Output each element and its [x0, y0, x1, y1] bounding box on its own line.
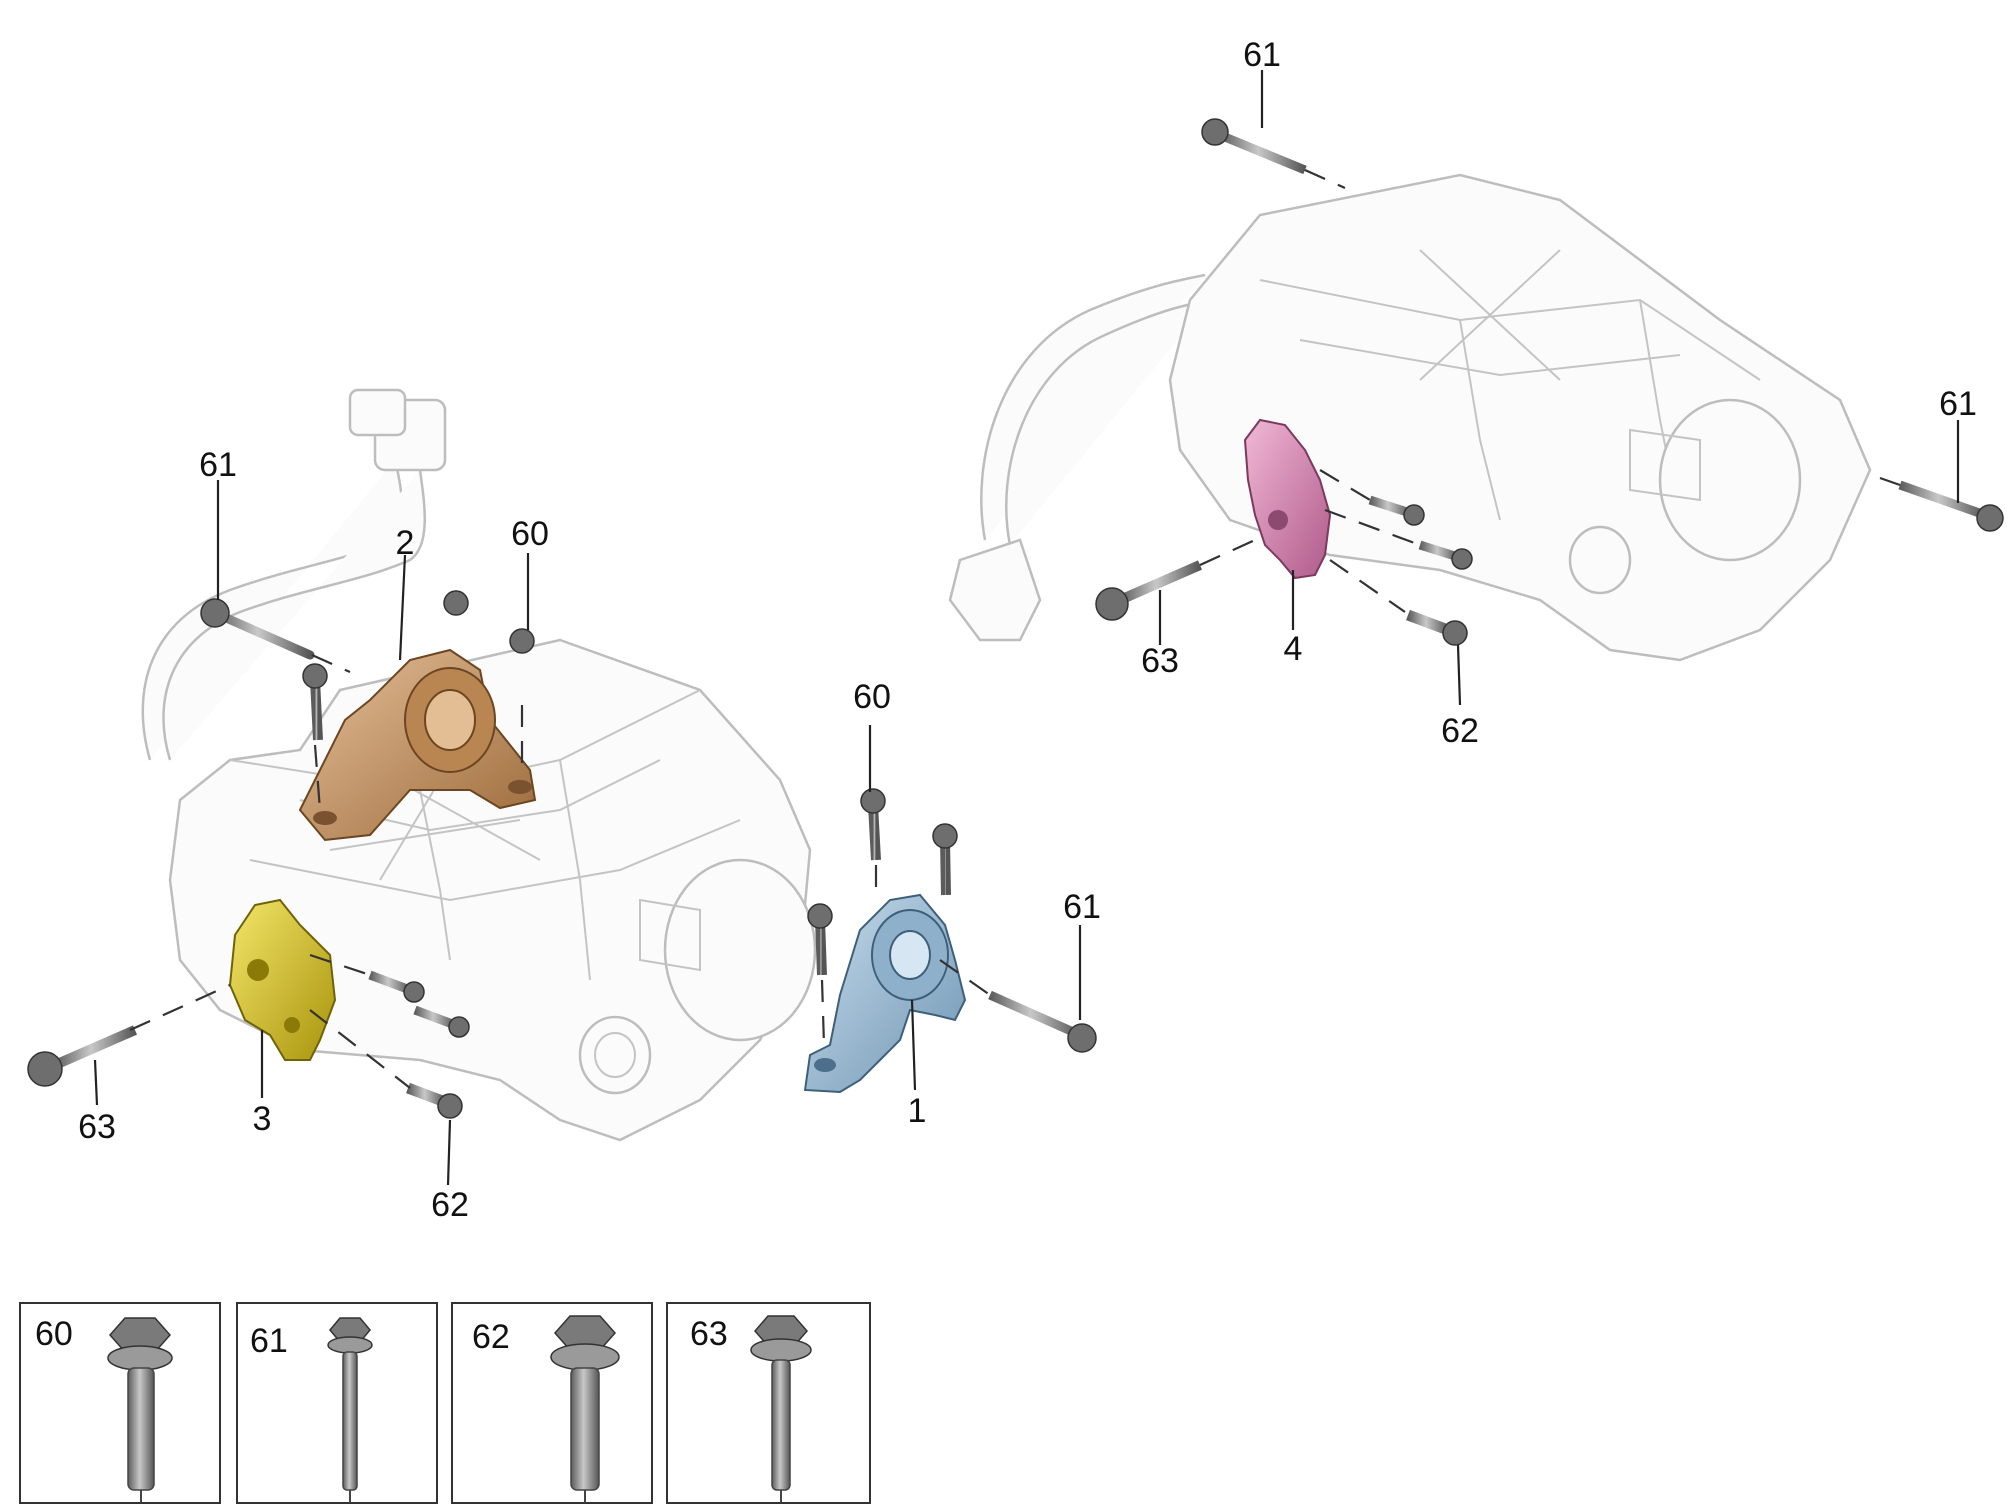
bolt-63-right	[1095, 560, 1203, 621]
bolt-61-right-upper	[1201, 118, 1307, 175]
bolt-61-right-lower	[1898, 480, 2004, 532]
bolt-61-left-lower	[988, 990, 1097, 1053]
legend-item-60: 60	[19, 1302, 221, 1504]
bolt-60-left-b	[443, 590, 469, 660]
bolt-62-right	[1406, 609, 1468, 646]
engine-mount-3	[228, 898, 337, 1061]
callout-3: 3	[253, 1100, 272, 1138]
bolt-62-left	[406, 1082, 463, 1119]
engine-mount-1	[803, 893, 967, 1094]
bolt-60-right-a	[860, 788, 886, 861]
fastener-legend: 60 61 62 63	[19, 1302, 871, 1504]
bolt-small-left-a	[368, 970, 425, 1003]
bolt-small-left-b	[413, 1005, 470, 1038]
callout-2: 2	[396, 524, 415, 562]
engine-mount-2	[298, 648, 537, 842]
callout-63-left: 63	[78, 1108, 116, 1146]
callout-63-right: 63	[1141, 642, 1179, 680]
callout-1: 1	[908, 1092, 927, 1130]
legend-label-61: 61	[250, 1322, 288, 1360]
callout-60-left: 60	[511, 515, 549, 553]
legend-item-62: 62	[451, 1302, 653, 1504]
callout-60-right: 60	[853, 678, 891, 716]
legend-label-60: 60	[35, 1315, 73, 1353]
callout-4: 4	[1284, 630, 1303, 668]
right-assembly: 61 61 63 4 62	[948, 36, 2004, 750]
engine-mount-4	[1243, 418, 1332, 580]
callout-62-right: 62	[1441, 712, 1479, 750]
legend-item-63: 63	[666, 1302, 871, 1504]
bolt-60-right-b	[932, 823, 958, 896]
output-flange-right	[1568, 525, 1632, 595]
callout-61-right-upper: 61	[1243, 36, 1281, 74]
bolt-60-right-c	[807, 903, 833, 976]
output-flange-left	[578, 1015, 652, 1095]
callout-62-left: 62	[431, 1186, 469, 1224]
legend-item-61: 61	[236, 1302, 438, 1504]
bolt-61-left-upper	[200, 598, 315, 660]
bolt-60-left-a	[302, 663, 328, 741]
legend-label-62: 62	[472, 1318, 510, 1356]
bolt-small-right-b	[1418, 540, 1473, 570]
bolt-60-left-c	[509, 628, 535, 700]
pipe-connector-right	[948, 538, 1042, 642]
legend-label-63: 63	[690, 1315, 728, 1353]
callout-61-left-upper: 61	[199, 446, 237, 484]
callout-61-left-lower: 61	[1063, 888, 1101, 926]
bolt-63-left	[27, 1025, 138, 1087]
bolt-small-right-a	[1368, 495, 1425, 526]
callout-61-right-lower: 61	[1939, 385, 1977, 423]
left-assembly: 61 2 60 60 61 1 63 3 62	[27, 388, 1101, 1224]
